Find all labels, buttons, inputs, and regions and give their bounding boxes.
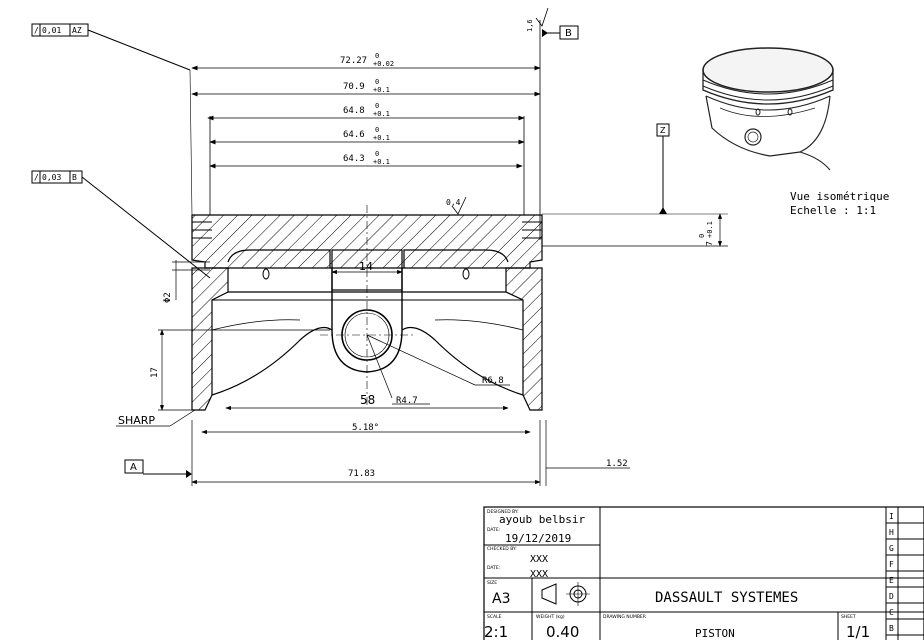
svg-text:+0.02: +0.02 [373,60,394,68]
svg-text:WEIGHT (kg): WEIGHT (kg) [536,614,565,620]
svg-text:+0.1: +0.1 [373,86,390,94]
checker-name: XXX [530,554,548,565]
svg-text:0: 0 [375,78,379,86]
inner-dimension-texts: 14 Φ2 17 R6.8 R4.7 58 5.18° 71.83 1.52 S… [118,196,714,479]
datum-a-label: A [130,462,137,473]
weight-value: 0.40 [546,623,579,640]
svg-text:G: G [889,544,894,553]
dim-r68: R6.8 [482,376,504,386]
datum-b-label: B [565,28,572,39]
datum-b: B 1,6 [526,7,579,40]
svg-text:0: 0 [375,52,379,60]
fcf-top-datum: AZ [72,26,82,35]
svg-text:DRAWING NUMBER: DRAWING NUMBER [603,614,646,620]
dim-phi2: Φ2 [163,292,173,303]
inner-dimensions [116,213,728,486]
dim-r47: R4.7 [396,396,418,406]
top-dimension-texts: 72.27 0 +0.02 70.9 0 +0.1 64.8 0 +0.1 64… [340,52,394,166]
sharp-note: SHARP [118,414,155,427]
fcf-top-symbol: / [34,26,39,35]
svg-text:CHECKED BY:: CHECKED BY: [487,546,517,552]
datum-a: A [124,459,192,478]
fcf-mid-tolerance: 0,03 [42,173,61,182]
fcf-top-tolerance: 0,01 [42,26,61,35]
dim-58: 58 [360,393,375,407]
dim-64-6: 64.6 [343,130,365,140]
svg-text:0: 0 [375,126,379,134]
check-date: XXX [530,569,548,580]
svg-text:+0.1: +0.1 [373,134,390,142]
svg-text:+0.1: +0.1 [373,110,390,118]
title-block [483,506,924,640]
dim-1-52: 1.52 [606,459,628,469]
isometric-caption: Vue isométrique Echelle : 1:1 [790,190,889,217]
svg-text:I: I [889,512,894,521]
sheet-number: 1/1 [846,623,870,640]
svg-text:E: E [889,576,894,585]
svg-text:0: 0 [375,102,379,110]
svg-text:SIZE: SIZE [487,580,497,586]
iso-scale: Echelle : 1:1 [790,204,876,217]
svg-text:SHEET: SHEET [841,614,856,620]
svg-text:B: B [889,624,894,633]
dim-17: 17 [150,367,160,378]
scale-value: 2:1 [484,623,508,640]
svg-text:+0.1: +0.1 [373,158,390,166]
roughness-face-value: 0,4 [446,198,461,207]
top-dimension-lines [191,20,541,240]
designer-name: ayoub belbsir [499,513,585,526]
svg-text:D: D [889,592,894,601]
flatness-frame-mid: / 0,03 B [31,170,211,279]
svg-text:C: C [889,608,894,617]
sheet-size: A3 [492,591,510,607]
piston-section [191,205,543,411]
svg-text:SCALE: SCALE [487,614,502,620]
dim-height-7: 7 [705,241,714,246]
svg-text:DATE:: DATE: [487,565,500,571]
datum-z: Z [542,123,728,215]
dim-64-8: 64.8 [343,106,365,116]
svg-text:F: F [889,560,894,569]
svg-text:+0.1: +0.1 [706,221,714,238]
dim-71-83: 71.83 [348,469,375,479]
dim-70-9: 70.9 [343,82,365,92]
dim-14: 14 [359,260,373,273]
dim-angle: 5.18° [352,423,379,433]
roughness-top-value: 1,6 [526,19,534,32]
flatness-frame-top: / 0,01 AZ [31,23,193,216]
datum-z-label: Z [660,126,666,135]
svg-text:H: H [889,528,894,537]
drawing-number: PISTON [695,627,735,640]
svg-text:DESIGNED BY:: DESIGNED BY: [487,509,519,515]
company-name: DASSAULT SYSTEMES [655,590,798,606]
svg-text:0: 0 [375,150,379,158]
dim-64-3: 64.3 [343,154,365,164]
dim-72-27: 72.27 [340,56,367,66]
svg-text:DATE:: DATE: [487,527,500,533]
design-date: 19/12/2019 [505,532,571,545]
title-block-text: DESIGNED BY: ayoub belbsir DATE: 19/12/2… [484,509,894,640]
fcf-mid-symbol: / [34,173,39,182]
iso-title: Vue isométrique [790,190,889,203]
fcf-mid-datum: B [72,173,77,182]
isometric-piston [702,47,834,171]
svg-text:0: 0 [698,234,706,238]
